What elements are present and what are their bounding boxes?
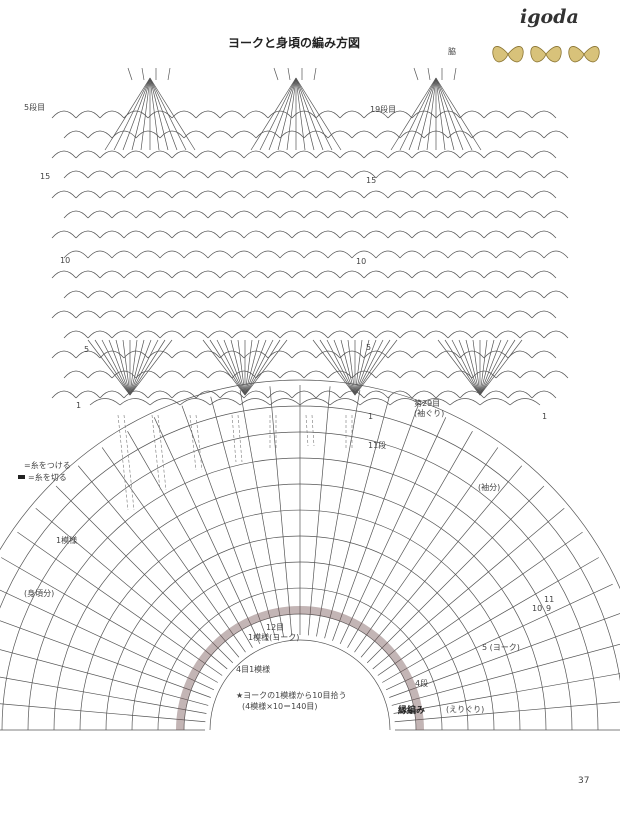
butterfly-decoration (488, 34, 608, 78)
note-line-1: ★ヨークの1模様から10目拾う (236, 691, 347, 700)
row-29-label: 第29目 (414, 399, 441, 408)
yoke-row-4: 4段 (415, 679, 429, 688)
brand-logo: igoda (520, 6, 579, 28)
row-11-right: 11 (544, 595, 555, 604)
legend-attach: =糸をつける (24, 461, 71, 470)
edge-collar-label: (えりぐり) (446, 705, 485, 714)
connector-lines (117, 414, 353, 511)
row-label-1-mid: 1 (368, 412, 374, 421)
yoke-chart (0, 379, 620, 731)
yoke-row-11: 11段 (368, 441, 387, 450)
legend-cut: =糸を切る (28, 473, 67, 482)
yoke-12-label: 12目 (266, 623, 285, 632)
diagram-title: ヨークと身頃の編み方図 (228, 36, 361, 50)
four-one-pattern-label: 4目1模様 (236, 665, 271, 674)
row-9-right: 9 (546, 604, 552, 613)
side-label: 脇 (448, 47, 456, 56)
row-label-5-mid: 5 (366, 343, 372, 352)
page-number: 37 (578, 776, 590, 786)
row-10-right: 10 (532, 604, 543, 613)
edge-knit-label: 縁編み (398, 706, 426, 716)
note-line-2: (4模様×10＝140目) (242, 702, 318, 711)
sleeve-part-label: (袖分) (478, 483, 501, 492)
row-label-1-right: 1 (542, 412, 548, 421)
body-part-label: (身頃分) (24, 589, 55, 598)
row-label-15-mid: 15 (366, 176, 377, 185)
cut-arrow-icon (18, 475, 25, 479)
yoke-row-5: 5 (ヨーク) (482, 643, 520, 652)
body-chart (51, 67, 569, 406)
row-label-15-left: 15 (40, 172, 51, 181)
row-label-19: 19段目 (370, 105, 397, 114)
row-label-10-left: 10 (60, 256, 71, 265)
row-label-1-left: 1 (76, 401, 82, 410)
sleeve-edge-label: (袖ぐり) (414, 409, 445, 418)
row-label-5-left: 5 (84, 345, 90, 354)
row-label-top-left: 5段目 (24, 103, 46, 112)
row-label-10-mid: 10 (356, 257, 367, 266)
yoke-one-pattern-label: 1模様(ヨーク) (248, 633, 300, 642)
one-pattern-label: 1模様 (56, 536, 78, 545)
